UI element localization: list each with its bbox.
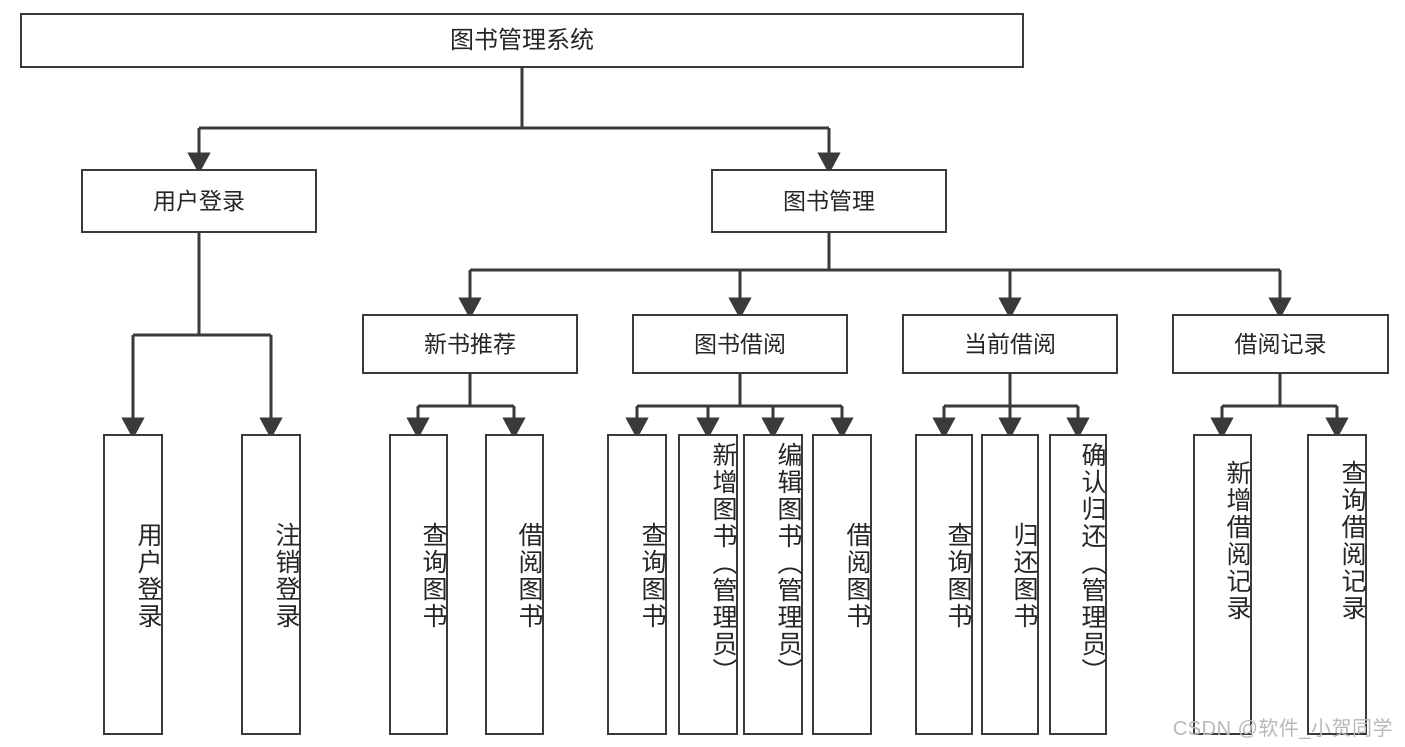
node-label: 借阅记录 — [1234, 330, 1327, 357]
leaf-borrow-book-recommend[interactable]: 借阅图书 — [485, 434, 544, 735]
node-label: 查询图书 — [419, 522, 447, 630]
leaf-query-book-recommend[interactable]: 查询图书 — [389, 434, 448, 735]
node-label: 图书借阅 — [694, 330, 786, 357]
edges-currentborrow-to-leaves — [932, 374, 1090, 439]
leaf-query-book-current[interactable]: 查询图书 — [915, 434, 973, 735]
node-borrow-record[interactable]: 借阅记录 — [1172, 314, 1389, 374]
leaf-add-borrow-record[interactable]: 新增借阅记录 — [1193, 434, 1252, 735]
edges-root-to-level2 — [187, 68, 841, 174]
leaf-add-book-admin[interactable]: 新增图书（管理员） — [678, 434, 738, 735]
node-label: 新增图书（管理员） — [709, 442, 737, 685]
node-label: 确认归还（管理员） — [1078, 442, 1106, 685]
node-book-borrow[interactable]: 图书借阅 — [632, 314, 848, 374]
leaf-query-borrow-record[interactable]: 查询借阅记录 — [1307, 434, 1367, 735]
node-label: 注销登录 — [272, 522, 300, 630]
edges-userlogin-to-leaves — [121, 233, 283, 439]
node-label: 图书管理 — [783, 187, 875, 214]
leaf-user-login[interactable]: 用户登录 — [103, 434, 163, 735]
leaf-edit-book-admin[interactable]: 编辑图书（管理员） — [743, 434, 803, 735]
node-root-system[interactable]: 图书管理系统 — [20, 13, 1024, 68]
node-label: 新增借阅记录 — [1223, 460, 1251, 622]
node-label: 借阅图书 — [843, 522, 871, 630]
node-label: 用户登录 — [153, 187, 245, 214]
node-label: 图书管理系统 — [450, 26, 594, 54]
leaf-return-book[interactable]: 归还图书 — [981, 434, 1039, 735]
edges-booksmgmt-to-level3 — [458, 233, 1292, 319]
edges-newbook-to-leaves — [406, 374, 526, 439]
node-label: 查询借阅记录 — [1338, 460, 1366, 622]
edges-bookborrow-to-leaves — [625, 374, 854, 439]
leaf-user-logout[interactable]: 注销登录 — [241, 434, 301, 735]
node-label: 查询图书 — [944, 522, 972, 630]
node-book-management[interactable]: 图书管理 — [711, 169, 947, 233]
node-new-book-recommend[interactable]: 新书推荐 — [362, 314, 578, 374]
node-label: 查询图书 — [638, 522, 666, 630]
node-user-login[interactable]: 用户登录 — [81, 169, 317, 233]
node-label: 新书推荐 — [424, 330, 516, 357]
node-current-borrow[interactable]: 当前借阅 — [902, 314, 1118, 374]
edges-borrowrecord-to-leaves — [1210, 374, 1349, 439]
leaf-borrow-book[interactable]: 借阅图书 — [812, 434, 872, 735]
leaf-confirm-return-admin[interactable]: 确认归还（管理员） — [1049, 434, 1107, 735]
node-label: 借阅图书 — [515, 522, 543, 630]
node-label: 当前借阅 — [964, 330, 1056, 357]
node-label: 归还图书 — [1010, 522, 1038, 630]
node-label: 用户登录 — [134, 522, 162, 630]
node-label: 编辑图书（管理员） — [774, 442, 802, 685]
leaf-query-book-borrow[interactable]: 查询图书 — [607, 434, 667, 735]
